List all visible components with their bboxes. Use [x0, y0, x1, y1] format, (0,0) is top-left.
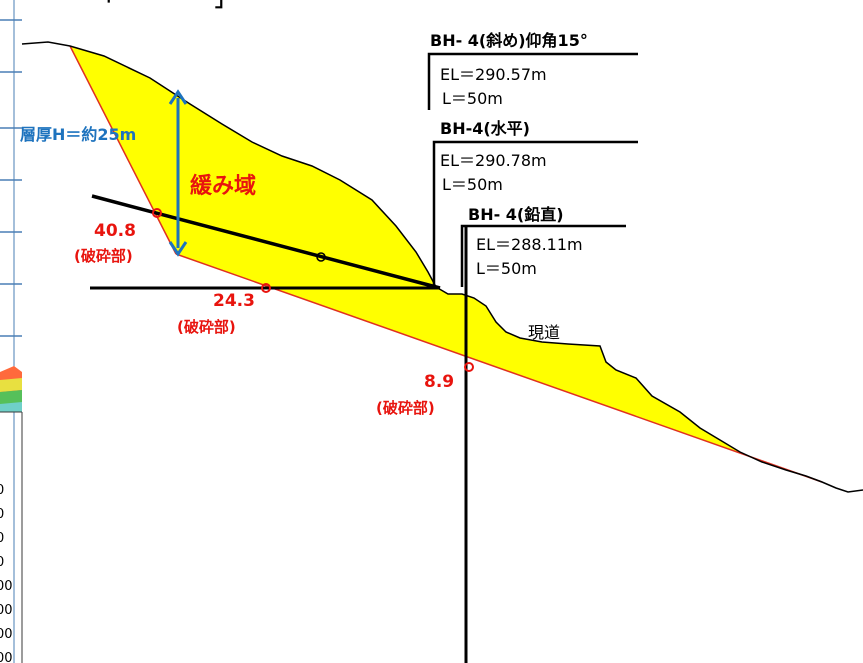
axis-fragment-label: 0 — [0, 555, 4, 570]
axis-fragment-label: 0 — [0, 483, 4, 498]
fracture-point-marker — [464, 362, 474, 372]
fracture-depth: 24.3 — [213, 291, 255, 311]
ground-surface-line — [21, 41, 863, 493]
borehole-elevation: EL＝290.78m — [440, 151, 547, 170]
fracture-note: (破砕部) — [177, 318, 236, 336]
axis-fragment-label: 00 — [0, 603, 13, 618]
fracture-depth: 40.8 — [94, 221, 136, 241]
fracture-note: (破砕部) — [376, 399, 435, 417]
borehole-inclined-line — [91, 194, 441, 290]
loosened-zone-label: 緩み域 — [190, 173, 256, 199]
inclined-borehole-midpoint-marker — [316, 252, 326, 262]
borehole-length: L＝50m — [442, 175, 503, 194]
axis-fragment-label: 0 — [0, 507, 4, 522]
borehole-elevation: EL＝288.11m — [476, 235, 583, 254]
left-edge-fragment: 0 0 0 0 00 00 00 00 — [0, 0, 23, 663]
road-label: 現道 — [528, 323, 560, 342]
cropped-title: 「 」 — [95, 0, 235, 11]
loosened-zone-area — [70, 46, 822, 482]
borehole-length: L＝50m — [476, 259, 537, 278]
axis-fragment-label: 0 — [0, 531, 4, 546]
borehole-title: BH-4(水平) — [440, 119, 530, 138]
fracture-note: (破砕部) — [74, 247, 133, 265]
layer-thickness-arrow — [168, 89, 188, 257]
axis-fragment-label: 00 — [0, 651, 13, 663]
borehole-elevation: EL＝290.57m — [440, 65, 547, 84]
fracture-point-marker — [152, 208, 162, 218]
borehole-length: L＝50m — [442, 89, 503, 108]
failure-boundary-line — [175, 253, 823, 483]
axis-fragment-label: 00 — [0, 579, 13, 594]
borehole-title: BH- 4(斜め)仰角15° — [430, 31, 588, 50]
fracture-depth: 8.9 — [424, 372, 454, 392]
layer-thickness-label: 層厚H＝約25m — [20, 125, 136, 144]
failure-boundary-line — [69, 45, 177, 255]
axis-fragment-label: 00 — [0, 627, 13, 642]
borehole-title: BH- 4(鉛直) — [468, 205, 564, 224]
borehole-label-leaders — [427, 52, 638, 287]
fracture-point-marker — [261, 283, 271, 293]
